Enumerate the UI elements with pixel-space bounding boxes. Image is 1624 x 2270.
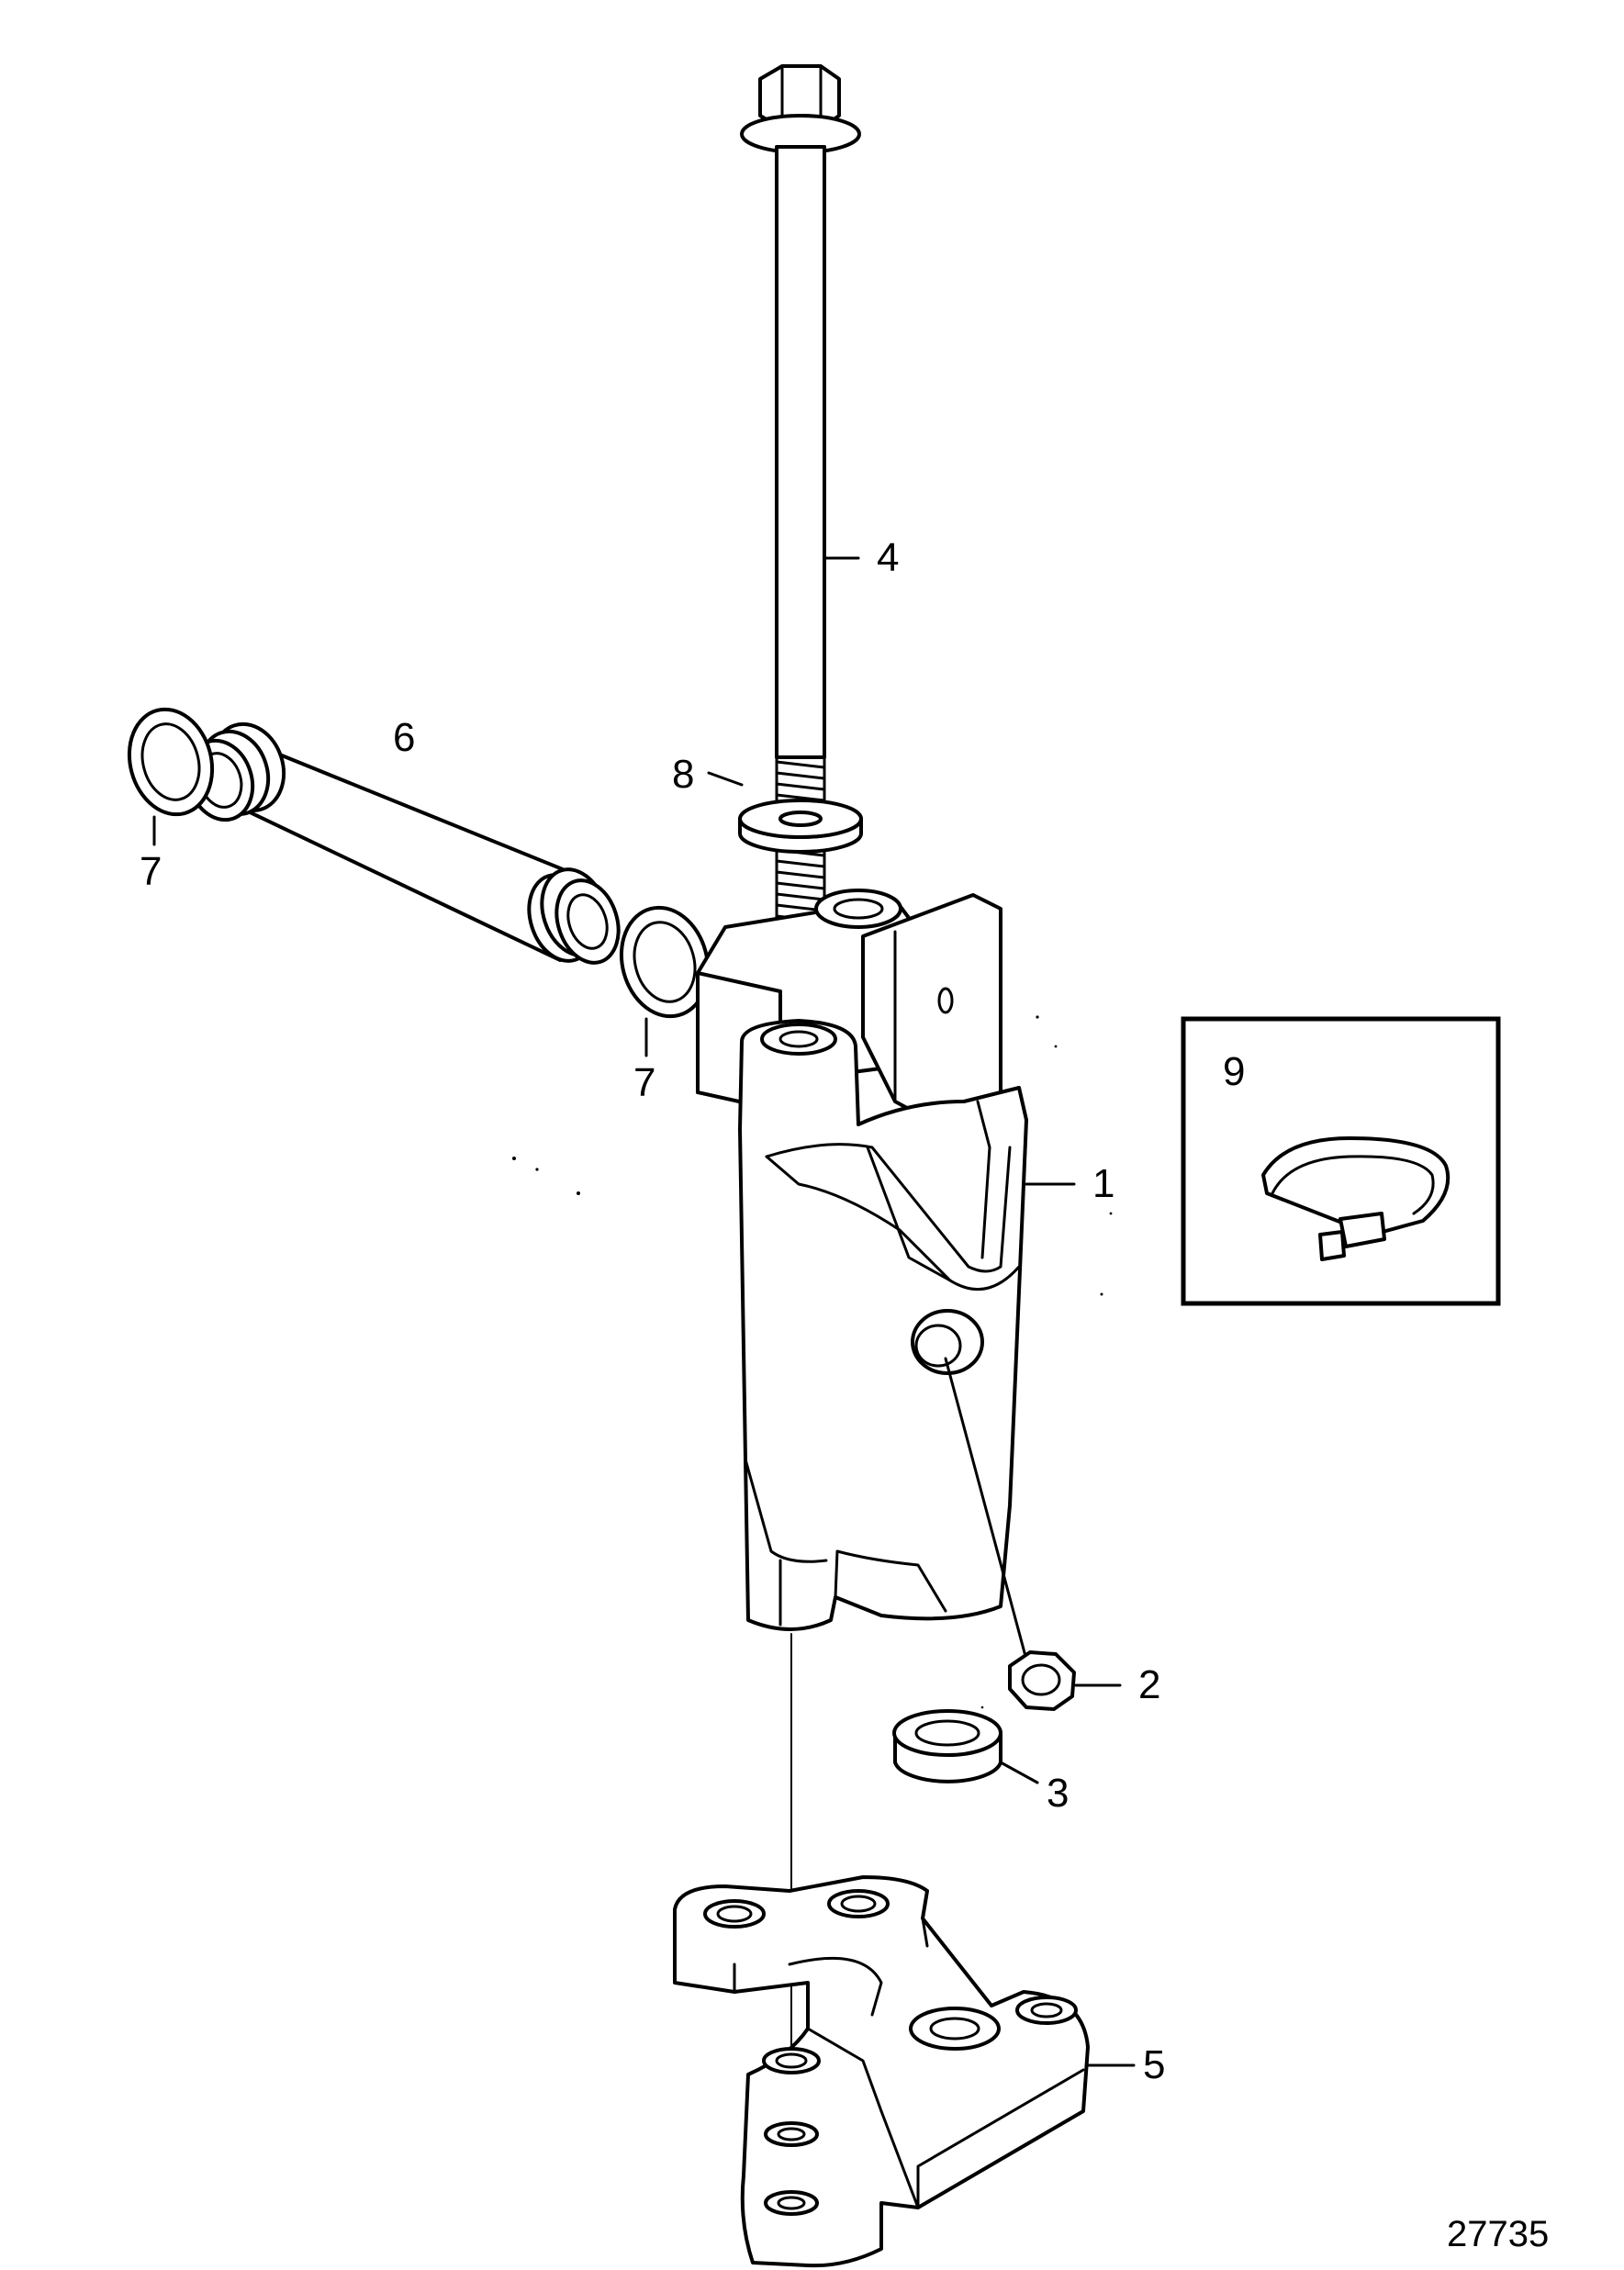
steering-bracket-icon [696, 889, 1076, 1631]
callout-4: 4 [877, 535, 900, 580]
callout-9: 9 [1223, 1049, 1246, 1094]
bushing-icon [892, 1709, 1039, 1784]
callout-8: 8 [672, 752, 695, 797]
mounting-plate-icon [673, 1875, 1136, 2268]
callout-1: 1 [1092, 1161, 1115, 1206]
seal-ring-icon [127, 707, 711, 1057]
pivot-tube-icon [185, 721, 621, 965]
figure-number: 27735 [1447, 2214, 1550, 2254]
callout-3: 3 [1047, 1771, 1070, 1816]
hex-nut-icon [1008, 1650, 1122, 1711]
callout-7-left: 7 [140, 849, 162, 894]
callout-5: 5 [1143, 2042, 1166, 2087]
long-bolt-icon [740, 64, 861, 958]
cable-tie-icon [1181, 1016, 1501, 1306]
callout-7-right: 7 [633, 1060, 656, 1105]
washer-icon [707, 771, 863, 854]
callout-6: 6 [393, 715, 416, 760]
callout-2: 2 [1138, 1662, 1161, 1707]
